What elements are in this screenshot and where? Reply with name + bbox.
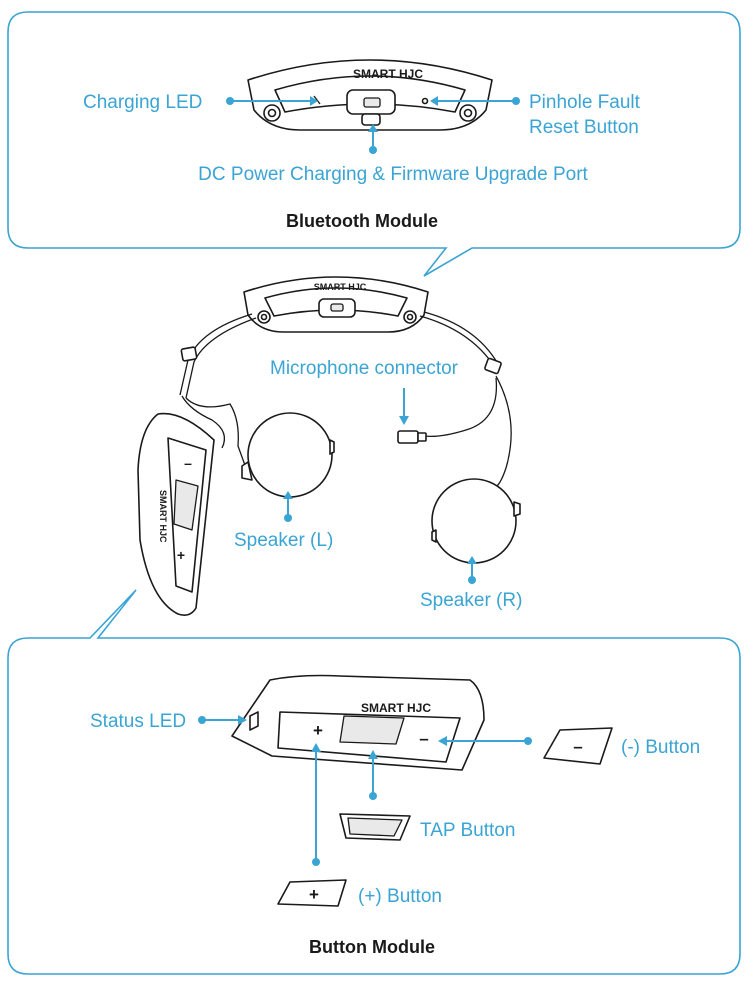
microphone-connector-label: Microphone connector bbox=[270, 358, 459, 379]
tap-button-callout bbox=[368, 750, 378, 800]
vertical-minus-symbol: – bbox=[184, 455, 192, 471]
plus-part-symbol: + bbox=[309, 885, 319, 904]
tap-button-part: TAP Button bbox=[339, 813, 515, 841]
bluetooth-module-large: SMART HJC bbox=[247, 59, 493, 131]
speaker-right-label: Speaker (R) bbox=[420, 590, 522, 611]
dc-port-callout: DC Power Charging & Firmware Upgrade Por… bbox=[198, 124, 589, 185]
bluetooth-brand-large: SMART HJC bbox=[353, 67, 423, 81]
large-plus-symbol: + bbox=[313, 721, 323, 740]
large-minus-symbol: – bbox=[419, 729, 428, 748]
microphone-callout: Microphone connector bbox=[270, 358, 459, 425]
status-led-label: Status LED bbox=[90, 711, 186, 732]
bluetooth-module-small: SMART HJC bbox=[243, 276, 429, 333]
pinhole-label-line2: Reset Button bbox=[529, 117, 639, 138]
vertical-brand: SMART HJC bbox=[158, 490, 168, 543]
tap-button-label: TAP Button bbox=[420, 820, 515, 841]
bluetooth-brand-small: SMART HJC bbox=[314, 282, 367, 292]
speaker-right bbox=[431, 478, 521, 564]
minus-part-symbol: – bbox=[573, 737, 582, 756]
button-module-large: + – SMART HJC bbox=[231, 674, 485, 771]
cable-harness bbox=[179, 311, 512, 489]
charging-led-label: Charging LED bbox=[83, 92, 202, 113]
pinhole-callout: Pinhole Fault Reset Button bbox=[430, 92, 641, 138]
speaker-left bbox=[241, 412, 335, 498]
vertical-plus-symbol: + bbox=[177, 547, 185, 563]
minus-button-part: – (-) Button bbox=[543, 727, 700, 765]
status-led-callout: Status LED bbox=[90, 711, 247, 732]
button-module-title: Button Module bbox=[309, 937, 435, 957]
microphone-connector bbox=[397, 430, 427, 444]
bluetooth-module-title: Bluetooth Module bbox=[286, 211, 438, 231]
button-module-vertical: – + SMART HJC bbox=[137, 412, 215, 616]
speaker-left-label: Speaker (L) bbox=[234, 530, 333, 551]
dc-port-label: DC Power Charging & Firmware Upgrade Por… bbox=[198, 164, 588, 185]
speaker-right-callout: Speaker (R) bbox=[420, 556, 522, 611]
minus-button-callout bbox=[438, 736, 532, 746]
plus-button-part: + (+) Button bbox=[277, 879, 442, 907]
plus-button-callout bbox=[311, 743, 321, 866]
charging-led-callout: Charging LED bbox=[83, 92, 318, 113]
plus-button-label: (+) Button bbox=[358, 886, 442, 907]
speaker-left-callout: Speaker (L) bbox=[234, 491, 333, 551]
minus-button-label: (-) Button bbox=[621, 737, 700, 758]
pinhole-label-line1: Pinhole Fault bbox=[529, 92, 641, 113]
button-brand-large: SMART HJC bbox=[361, 701, 431, 715]
